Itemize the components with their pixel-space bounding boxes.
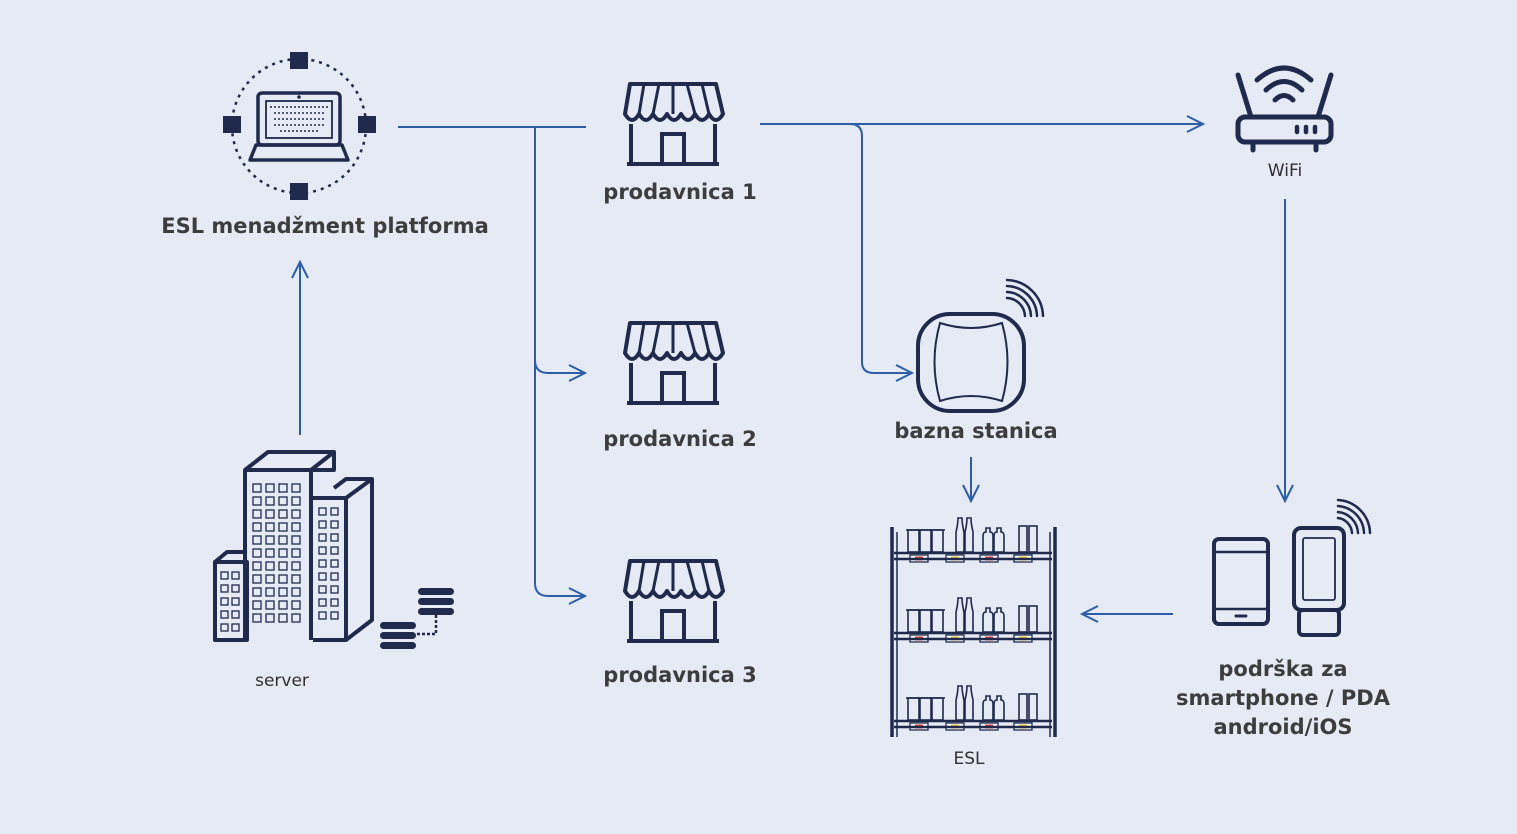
connectors (300, 124, 1285, 614)
wifi-router-icon (1235, 65, 1334, 153)
store-2-label: prodavnica 2 (603, 427, 757, 451)
server-label: server (255, 671, 309, 691)
store-1-label: prodavnica 1 (603, 180, 757, 204)
wifi-label: WiFi (1267, 161, 1303, 181)
server-buildings-icon (213, 450, 454, 649)
base-station-label: bazna stanica (894, 419, 1058, 443)
mobile-support-line-1: podrška za (1218, 657, 1348, 681)
store-3-label: prodavnica 3 (603, 663, 757, 687)
connector-store1-base (815, 123, 912, 373)
store-icon-1 (623, 82, 725, 166)
connector-to-store2 (534, 127, 585, 373)
store-icon-2 (623, 321, 725, 405)
store-icon-3 (623, 559, 725, 643)
mobile-support-line-3: android/iOS (1213, 715, 1353, 739)
smartphone-pda-icon (1212, 498, 1372, 637)
mobile-support-label: podrška za smartphone / PDA android/iOS (1176, 655, 1390, 742)
esl-platform-label: ESL menadžment platforma (161, 214, 489, 238)
connector-to-store3 (534, 360, 585, 596)
laptop-network-icon (223, 52, 376, 200)
esl-shelf-icon (890, 516, 1057, 737)
base-station-icon (916, 278, 1045, 413)
mobile-support-line-2: smartphone / PDA (1176, 686, 1390, 710)
esl-label: ESL (953, 749, 985, 769)
